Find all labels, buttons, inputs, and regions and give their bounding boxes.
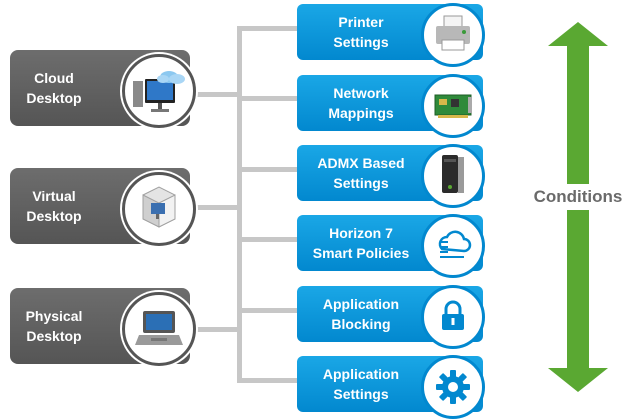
connector-trunk — [237, 26, 242, 382]
cloud-desktop-icon — [122, 54, 196, 128]
network-mappings-box: Network Mappings — [297, 74, 485, 138]
virtual-desktop-label: Virtual Desktop — [26, 188, 82, 224]
virtual-desktop-box: Virtual Desktop — [10, 168, 196, 246]
network-card-icon — [421, 74, 485, 138]
printer-settings-label: Printer Settings — [333, 14, 389, 50]
connector-horizon — [237, 237, 299, 242]
physical-desktop-box: Physical Desktop — [10, 288, 196, 366]
connector-blocking — [237, 308, 299, 313]
horizon-smart-policies-label: Horizon 7 Smart Policies — [312, 225, 410, 261]
server-icon — [421, 144, 485, 208]
connector-network — [237, 96, 299, 101]
admx-settings-box: ADMX Based Settings — [297, 144, 485, 208]
virtual-desktop-icon — [122, 172, 196, 246]
cloud-stack-icon — [421, 214, 485, 278]
connector-printer — [237, 26, 299, 31]
cloud-desktop-box: Cloud Desktop — [10, 50, 196, 128]
gear-icon — [421, 355, 485, 419]
connector-cloud — [190, 92, 240, 97]
printer-icon — [421, 3, 485, 67]
cloud-desktop-label: Cloud Desktop — [26, 70, 82, 106]
printer-settings-box: Printer Settings — [297, 3, 485, 67]
network-mappings-label: Network Mappings — [328, 85, 394, 121]
application-blocking-label: Application Blocking — [322, 296, 400, 332]
connector-virtual — [190, 205, 240, 210]
application-blocking-box: Application Blocking — [297, 285, 485, 349]
laptop-icon — [122, 292, 196, 366]
conditions-label: Conditions — [527, 184, 629, 210]
application-settings-label: Application Settings — [322, 366, 400, 402]
lock-icon — [421, 285, 485, 349]
connector-admx — [237, 167, 299, 172]
admx-settings-label: ADMX Based Settings — [317, 155, 405, 191]
connector-appsettings — [237, 378, 299, 383]
horizon-smart-policies-box: Horizon 7 Smart Policies — [297, 214, 485, 278]
physical-desktop-label: Physical Desktop — [25, 308, 83, 344]
connector-physical — [190, 327, 240, 332]
application-settings-box: Application Settings — [297, 355, 485, 419]
